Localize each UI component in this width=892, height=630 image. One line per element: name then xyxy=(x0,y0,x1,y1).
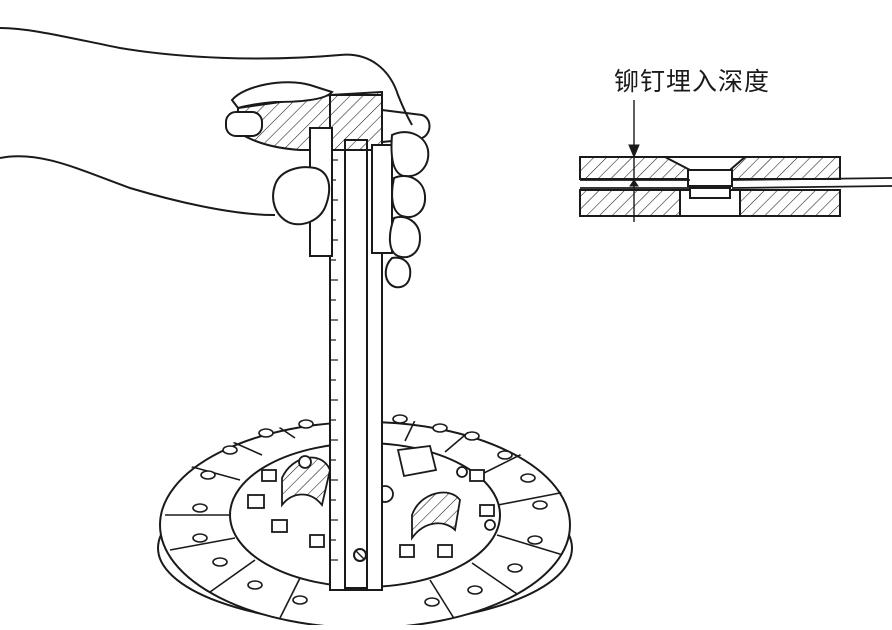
hand-palm xyxy=(0,155,276,216)
thumb xyxy=(230,81,334,110)
detail-rivet-head xyxy=(687,169,733,187)
finger-1 xyxy=(390,131,430,178)
detail-steel-plate xyxy=(580,177,892,189)
hub-details xyxy=(247,445,496,558)
finger-2 xyxy=(391,175,427,218)
finger-4 xyxy=(384,256,412,289)
caliper-depth-rod xyxy=(344,139,368,589)
hand-back xyxy=(0,27,413,126)
depth-arrow-top xyxy=(628,144,640,159)
rivet-depth-label: 铆钉埋入深度 xyxy=(614,67,771,96)
hub-spline-cutout xyxy=(396,445,438,478)
depth-caliper xyxy=(225,90,431,591)
rivet-holes xyxy=(192,414,548,607)
depth-arrow-bottom xyxy=(629,179,639,187)
detail-view xyxy=(579,100,892,222)
index-finger xyxy=(272,166,331,226)
detail-lower-lining xyxy=(579,189,681,217)
hand xyxy=(0,27,430,289)
finger-3 xyxy=(388,216,422,259)
damper-spring-right xyxy=(411,491,461,541)
damper-spring-left xyxy=(281,456,331,508)
